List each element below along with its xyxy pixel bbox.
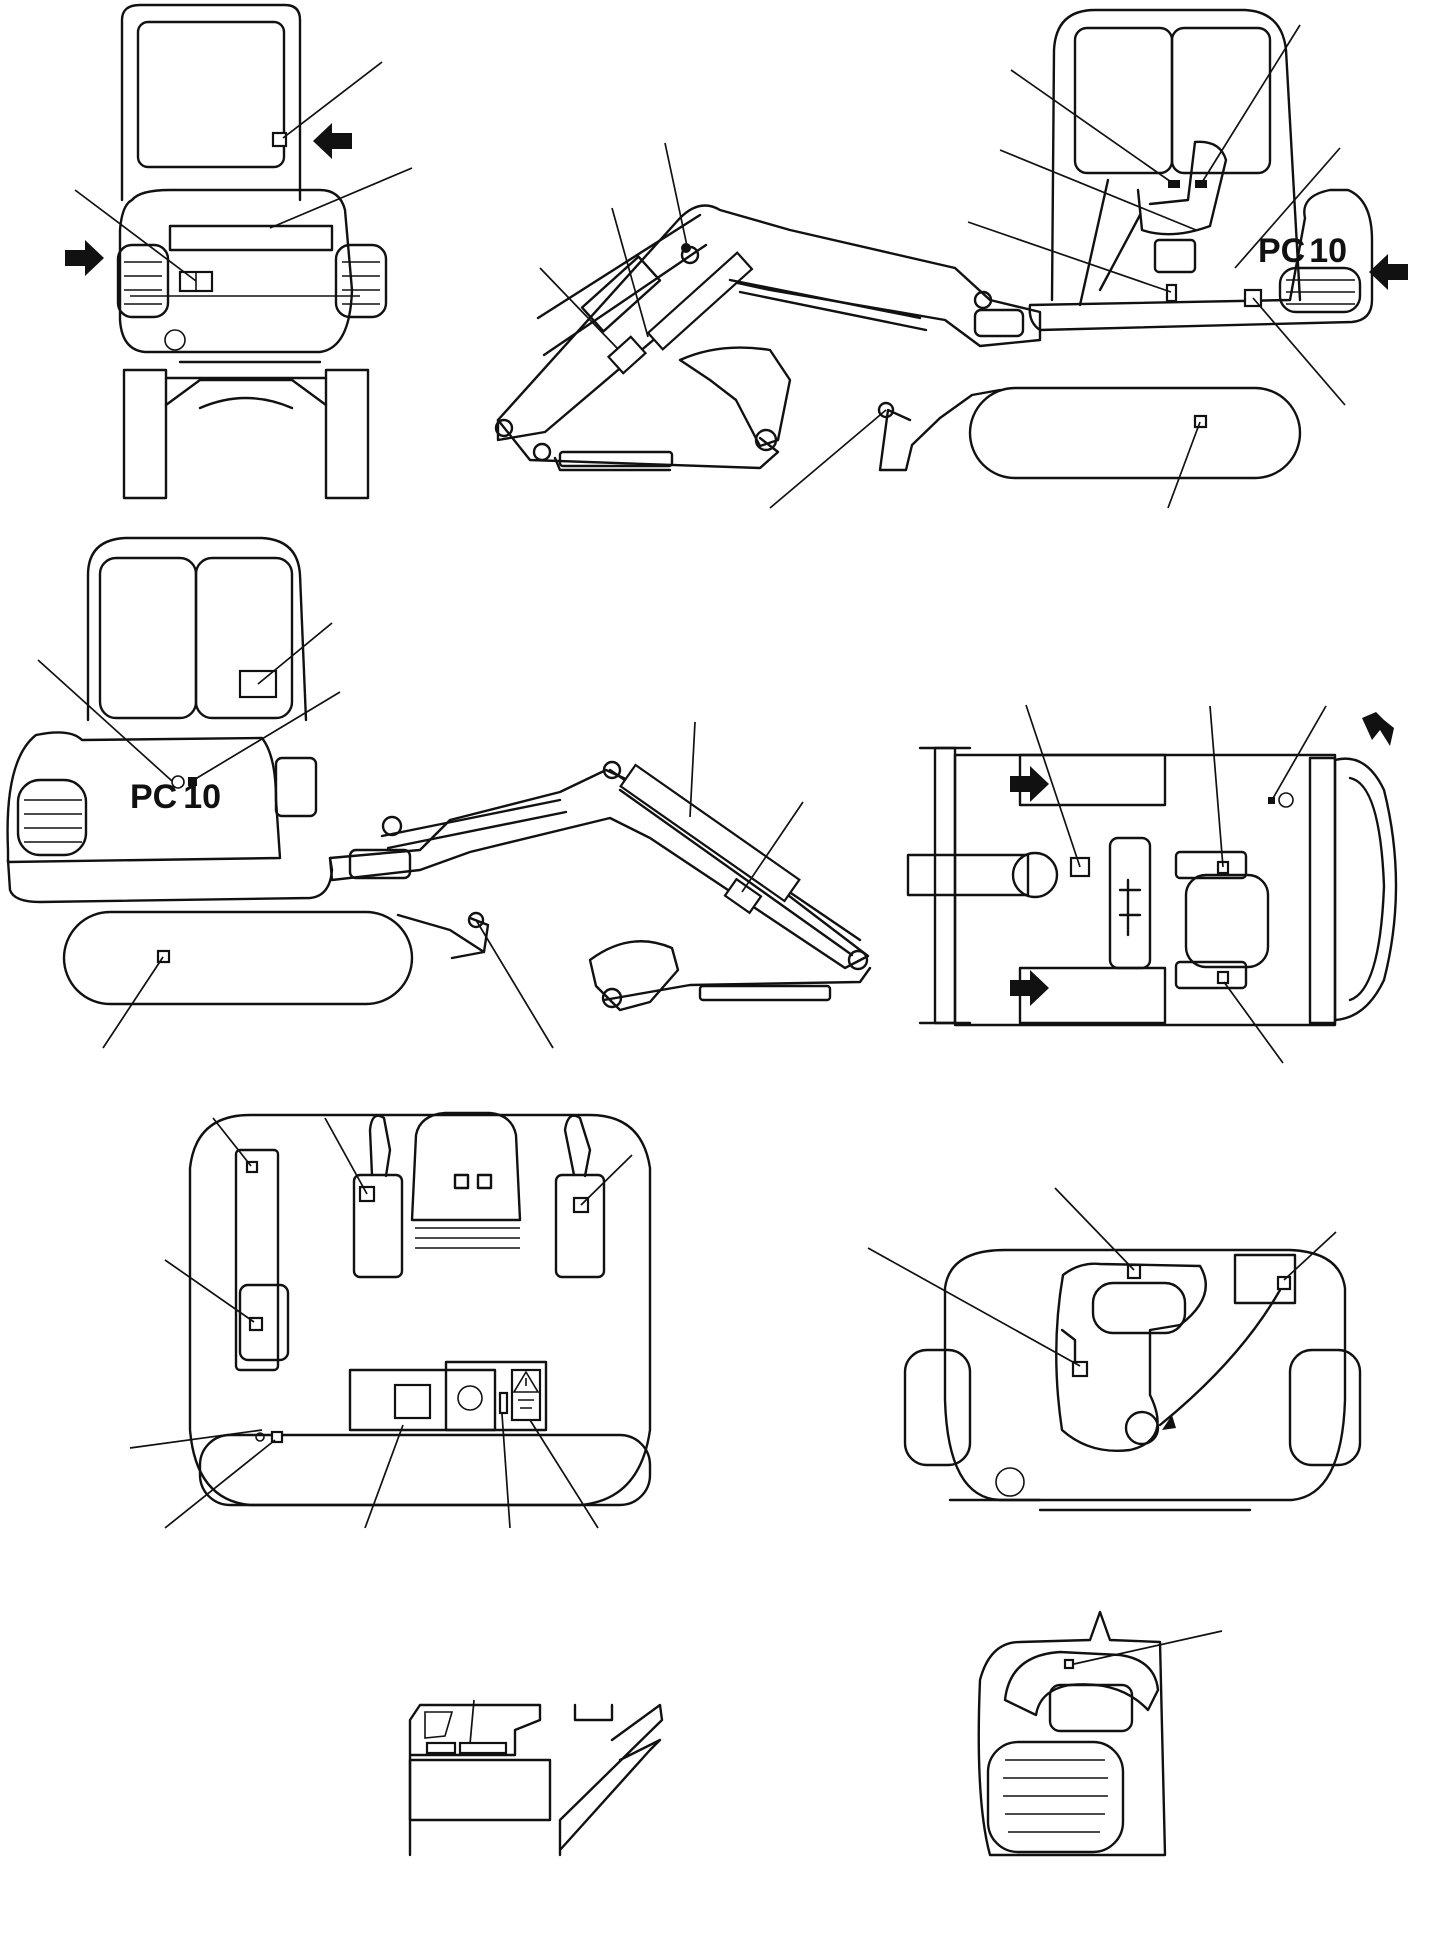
arrow-icon [1362, 712, 1394, 746]
rear-view [65, 3, 413, 500]
label-marker [393, 1383, 432, 1420]
label-marker [238, 669, 278, 699]
label-marker [723, 877, 763, 915]
top-view [906, 704, 1398, 1064]
label-marker [498, 1391, 509, 1415]
engine-compartment-view [867, 1187, 1362, 1512]
label-marker [681, 243, 691, 253]
label-marker [271, 131, 288, 148]
label-marker [619, 763, 801, 903]
label-marker [1071, 1360, 1089, 1378]
label-marker [1165, 283, 1178, 303]
label-marker [1216, 970, 1230, 985]
label-marker [1276, 1275, 1292, 1291]
arrow-icon [1010, 970, 1049, 1006]
label-marker [425, 1741, 457, 1755]
arrow-icon [1010, 766, 1049, 802]
label-marker [156, 949, 171, 964]
tail-detail [977, 1610, 1223, 1857]
arrow-icon [65, 240, 104, 276]
label-marker [646, 251, 754, 351]
label-marker [1268, 797, 1275, 804]
label-marker [1063, 1658, 1075, 1670]
label-marker [510, 1368, 542, 1422]
arrow-icon [313, 123, 352, 159]
arrow-icon [1369, 254, 1408, 290]
label-marker [1126, 1263, 1142, 1280]
label-marker [458, 1741, 508, 1755]
label-marker [270, 1430, 284, 1444]
operator-control-view [129, 1111, 652, 1529]
cab-door-detail [408, 1699, 664, 1857]
label-marker [606, 335, 648, 375]
label-marker [1193, 414, 1208, 429]
label-marker [245, 1160, 259, 1174]
